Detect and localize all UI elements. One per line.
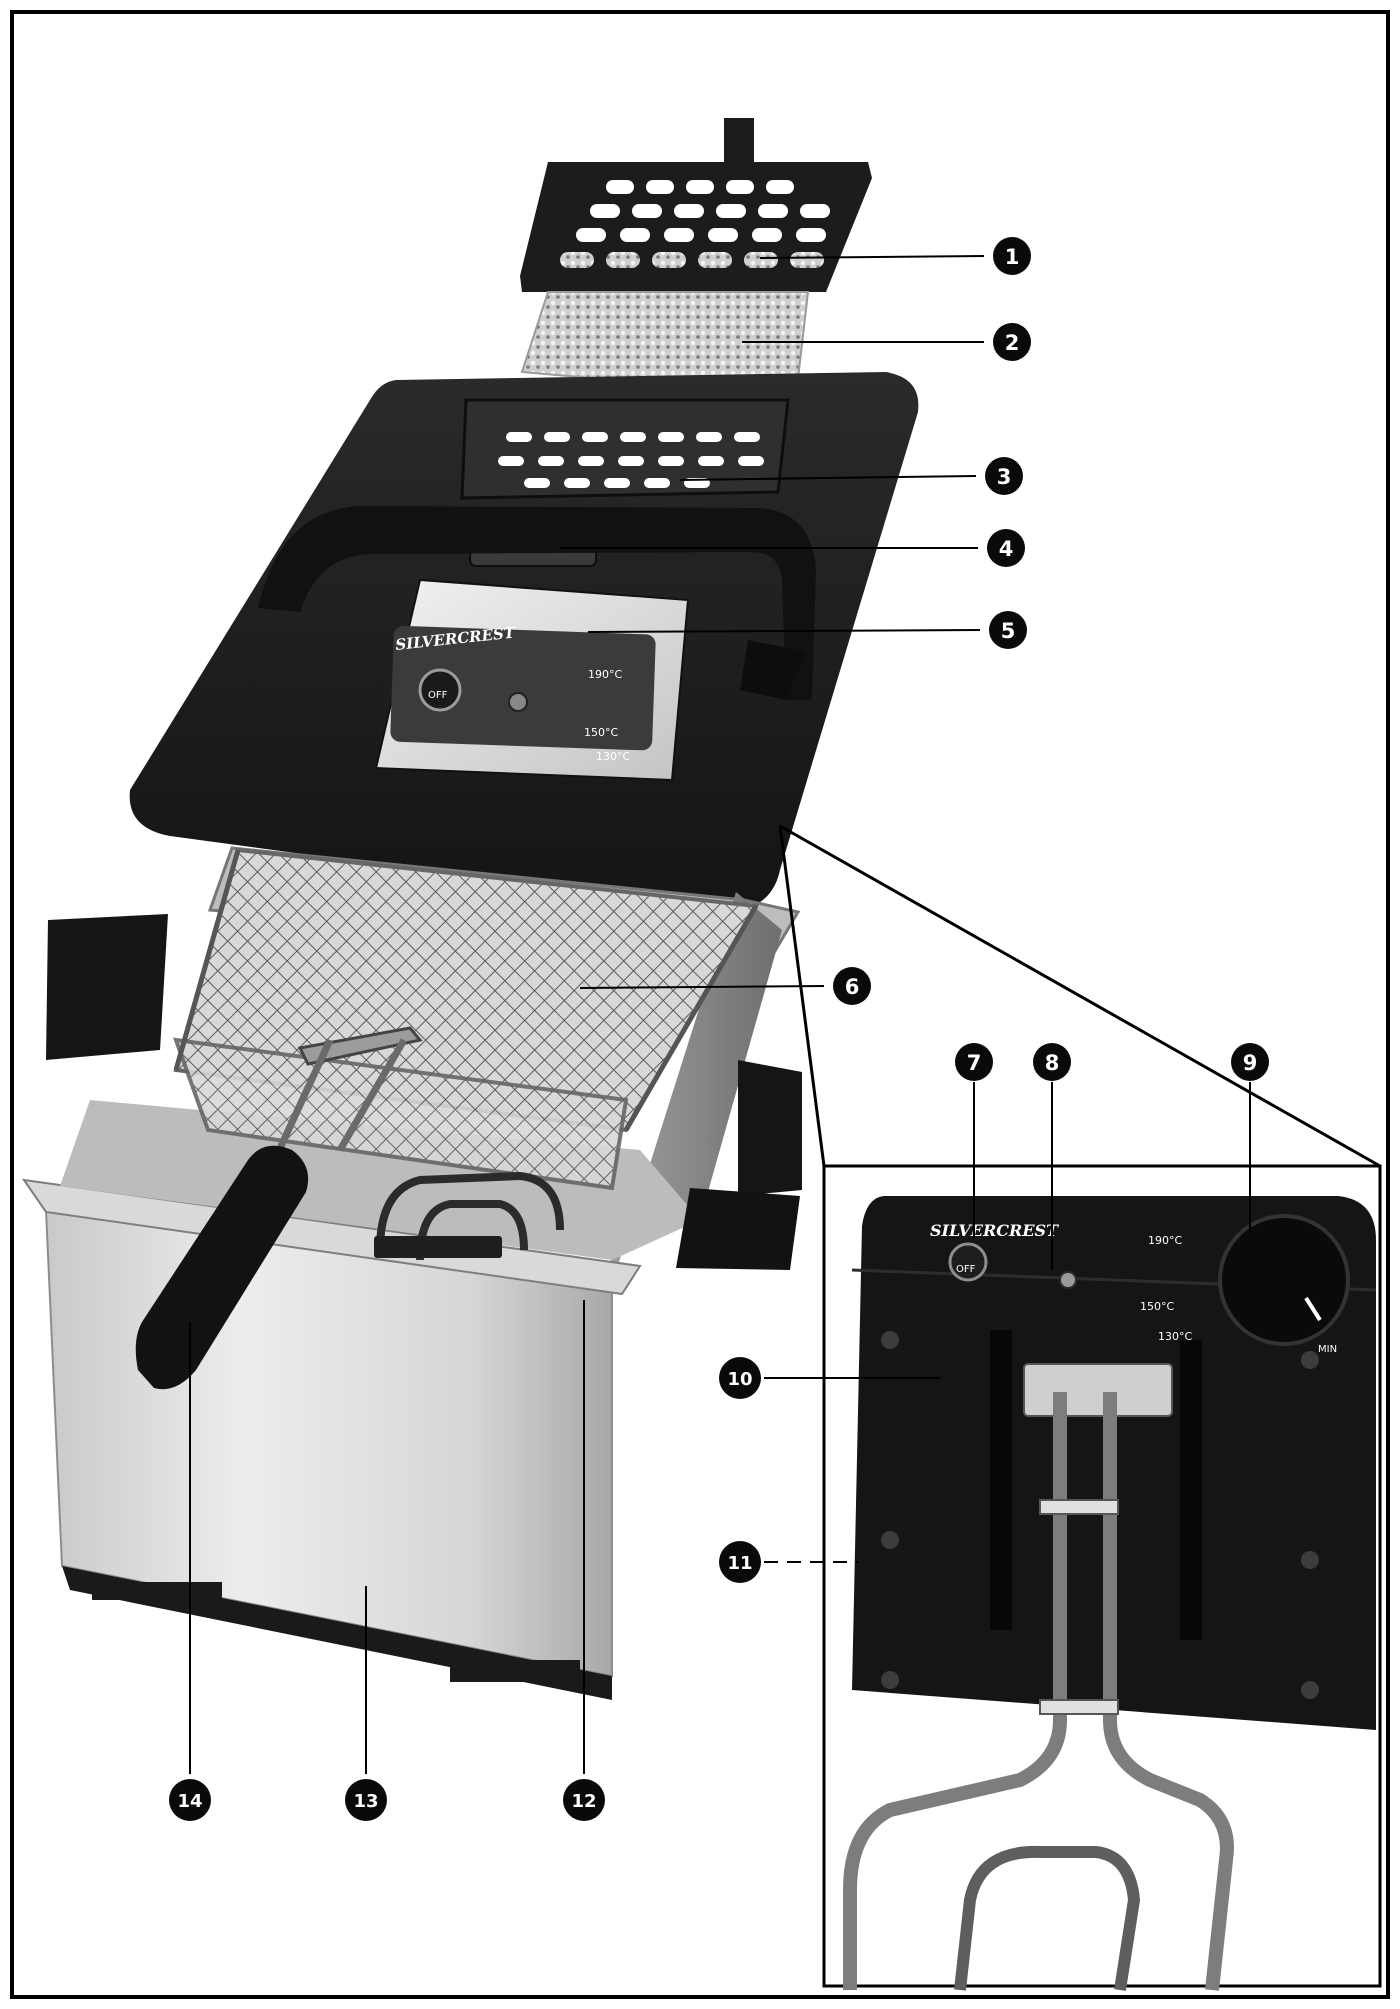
lid-carry-handle — [258, 506, 816, 700]
inset-brand-label: SILVERCREST — [930, 1221, 1059, 1240]
svg-text:4: 4 — [999, 537, 1014, 561]
svg-text:6: 6 — [845, 975, 860, 999]
lid-vent-window — [460, 398, 790, 500]
inset-off-label: OFF — [956, 1264, 976, 1275]
svg-text:10: 10 — [727, 1369, 752, 1390]
callout-5: 5 — [989, 611, 1027, 649]
basket-handle — [135, 1026, 423, 1390]
on-off-switch — [948, 1242, 988, 1282]
svg-text:5: 5 — [1001, 619, 1016, 643]
inset-temp-130: 130°C — [1158, 1330, 1192, 1343]
filter-cassette-cover — [520, 118, 872, 292]
lid-temp-130: 130°C — [596, 750, 630, 763]
callout-12: 12 — [563, 1779, 605, 1821]
callout-leader-lines — [189, 255, 1251, 1774]
callout-3: 3 — [985, 457, 1023, 495]
svg-text:9: 9 — [1243, 1051, 1258, 1075]
fryer-lid: SILVERCREST OFF 190°C 150°C 130°C — [129, 372, 919, 912]
inset-heating-element — [843, 1363, 1234, 1991]
svg-text:14: 14 — [177, 1791, 202, 1812]
callout-10: 10 — [719, 1357, 761, 1399]
lid-temp-190: 190°C — [588, 668, 622, 681]
svg-text:3: 3 — [997, 465, 1012, 489]
dial-min-label: MIN — [1318, 1344, 1337, 1355]
callout-14: 14 — [169, 1779, 211, 1821]
svg-text:7: 7 — [967, 1051, 982, 1075]
temperature-dial — [1218, 1214, 1350, 1346]
callout-13: 13 — [345, 1779, 387, 1821]
callout-11: 11 — [719, 1541, 761, 1583]
svg-text:1: 1 — [1005, 245, 1020, 269]
callout-6: 6 — [833, 967, 871, 1005]
heating-indicator-light — [1059, 1271, 1077, 1289]
inset-temp-150: 150°C — [1140, 1300, 1174, 1313]
svg-text:13: 13 — [353, 1791, 378, 1812]
svg-text:2: 2 — [1005, 331, 1020, 355]
callout-badges: 1 2 3 4 5 6 7 8 — [169, 237, 1269, 1821]
outer-border — [10, 10, 1390, 1999]
heating-element-in-tank — [376, 1171, 564, 1261]
callout-4: 4 — [987, 529, 1025, 567]
svg-text:12: 12 — [571, 1791, 596, 1812]
callout-2: 2 — [993, 323, 1031, 361]
lid-off-label: OFF — [428, 690, 448, 701]
callout-8: 8 — [1033, 1043, 1071, 1081]
callout-7: 7 — [955, 1043, 993, 1081]
callout-9: 9 — [1231, 1043, 1269, 1081]
lid-temp-150: 150°C — [584, 726, 618, 739]
inset-temp-190: 190°C — [1148, 1234, 1182, 1247]
svg-text:11: 11 — [727, 1553, 752, 1574]
svg-text:8: 8 — [1045, 1051, 1060, 1075]
callout-1: 1 — [993, 237, 1031, 275]
